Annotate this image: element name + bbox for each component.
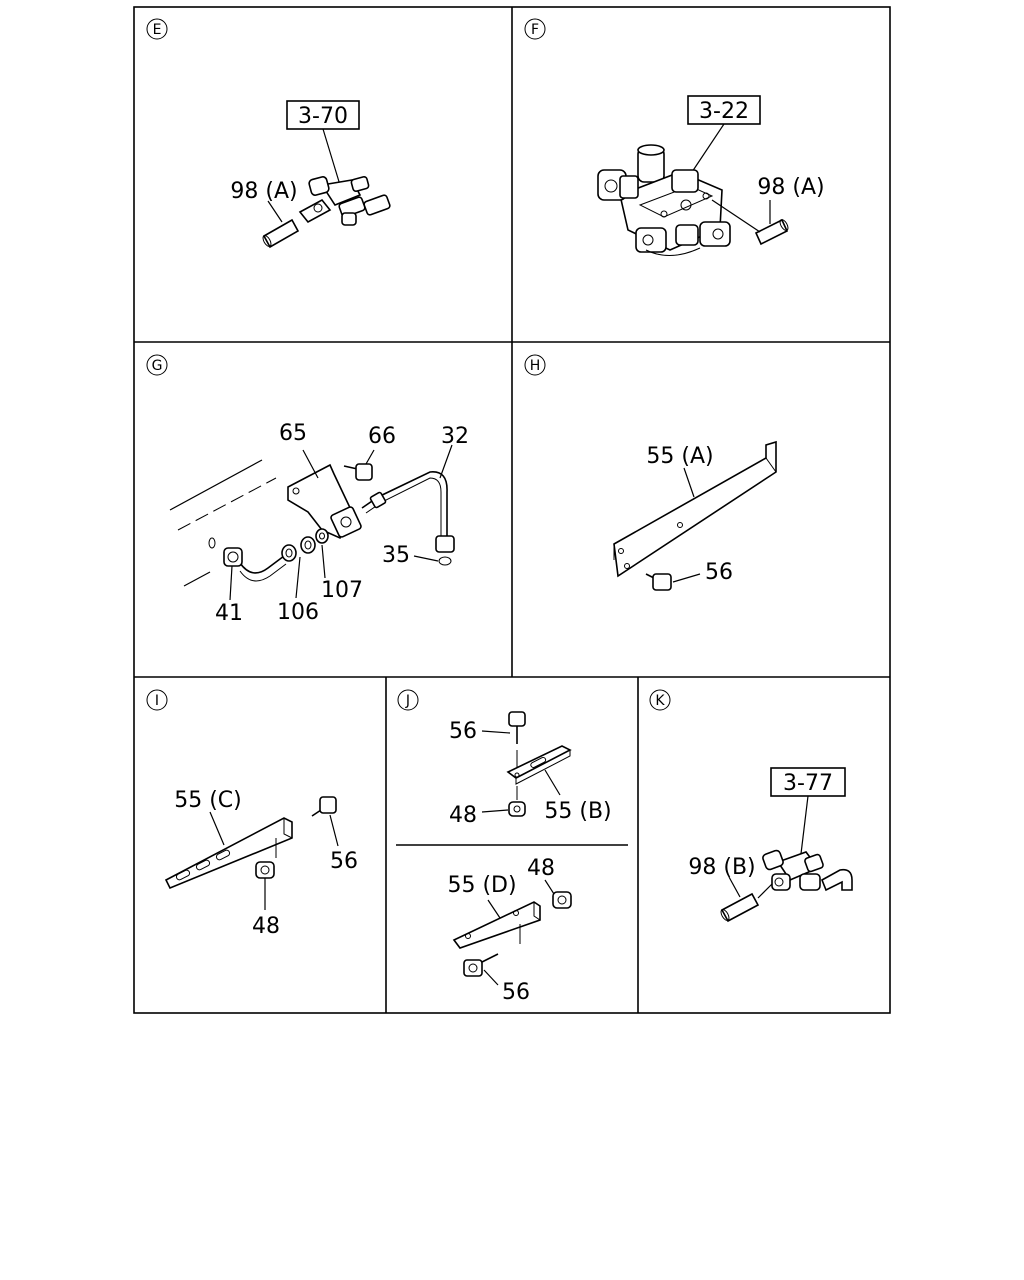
panel-i: I 55 (C) 56 48 [146, 689, 358, 939]
panel-h: H 55 (A) 56 [524, 354, 777, 591]
panel-e-ref-box: 3-70 [286, 100, 360, 186]
panel-g: G 65 66 32 [146, 354, 469, 626]
panel-f: F 3-22 [524, 18, 825, 256]
panel-k-ref-box: 3-77 [770, 767, 846, 863]
label-98a-e: 98 (A) [230, 179, 297, 204]
label-98b: 98 (B) [688, 855, 755, 880]
label-66: 66 [368, 424, 396, 449]
panel-j-bracket-55d: 55 (D) [447, 873, 541, 949]
panel-h-bracket-55a: 55 (A) [613, 440, 777, 578]
panel-f-relay-valve [597, 144, 731, 256]
label-48-i: 48 [252, 914, 280, 939]
panel-g-washer-107: 107 [315, 528, 363, 603]
panel-g-pipe-lower [239, 555, 287, 582]
panel-f-ref-box: 3-22 [687, 95, 761, 176]
label-55b: 55 (B) [544, 799, 611, 824]
panel-k-fitting-assembly [762, 849, 853, 892]
panel-j-nut-48-top: 48 [449, 786, 526, 828]
label-98a-f: 98 (A) [757, 175, 824, 200]
panel-g-pipe-32: 32 [361, 424, 469, 553]
panel-k-pipe-98b: 98 (B) [688, 855, 773, 923]
panel-j-marker-letter: J [405, 693, 410, 709]
panel-f-pipe-98a: 98 (A) [711, 175, 825, 246]
label-65: 65 [279, 421, 307, 446]
panel-i-bracket-55c: 55 (C) [164, 788, 293, 890]
label-56-j-top: 56 [449, 719, 477, 744]
label-107: 107 [321, 578, 363, 603]
label-56-i: 56 [330, 849, 358, 874]
panel-g-marker-letter: G [152, 358, 163, 374]
panel-e-valve-assembly [298, 176, 391, 226]
panel-g-washer-106: 106 [277, 536, 319, 625]
panel-k-marker-letter: K [655, 693, 665, 709]
diagram-frame [133, 6, 891, 1014]
ref-box-3-70: 3-70 [298, 104, 348, 129]
panel-i-marker-letter: I [155, 693, 159, 709]
panel-g-washer-35: 35 [382, 543, 452, 568]
ref-box-3-77: 3-77 [783, 771, 833, 796]
panel-g-frame-rail [169, 459, 277, 587]
panel-j: J 56 55 (B) 48 [397, 689, 612, 1005]
label-56-h: 56 [705, 560, 733, 585]
label-56-j-bottom: 56 [502, 980, 530, 1005]
panel-e-marker-letter: E [153, 22, 162, 38]
panel-j-bolt-56-top: 56 [449, 711, 526, 744]
label-55d: 55 (D) [447, 873, 516, 898]
label-35: 35 [382, 543, 410, 568]
panel-h-bolt-56: 56 [645, 560, 733, 591]
panel-e: E 3-70 98 (A) [146, 18, 391, 249]
label-41: 41 [215, 601, 243, 626]
label-55c: 55 (C) [174, 788, 242, 813]
panel-f-marker: F [524, 18, 546, 40]
panel-g-bolt-66: 66 [343, 424, 396, 481]
panel-e-marker: E [146, 18, 168, 40]
panel-h-marker: H [524, 354, 546, 376]
panel-f-marker-letter: F [531, 22, 539, 38]
label-48-j-top: 48 [449, 803, 477, 828]
panel-k-marker: K [649, 689, 671, 711]
label-32: 32 [441, 424, 469, 449]
panel-j-bracket-55b: 55 (B) [506, 745, 612, 824]
panel-e-pipe-98a: 98 (A) [230, 179, 300, 249]
label-55a: 55 (A) [646, 444, 713, 469]
ref-box-3-22: 3-22 [699, 99, 749, 124]
panel-i-nut-48: 48 [252, 861, 280, 939]
panel-j-bolt-56-bottom: 56 [463, 953, 530, 1005]
panel-j-marker: J [397, 689, 419, 711]
panel-g-bracket-65: 65 [279, 421, 362, 540]
label-106: 106 [277, 600, 319, 625]
panel-k: K 3-77 98 (B) [649, 689, 853, 923]
panel-i-marker: I [146, 689, 168, 711]
panel-h-marker-letter: H [530, 358, 541, 374]
panel-i-bolt-56: 56 [311, 796, 358, 874]
panel-j-nut-48-bottom: 48 [527, 856, 572, 909]
panel-g-nut-41: 41 [215, 547, 243, 626]
panel-g-marker: G [146, 354, 168, 376]
label-48-j-bottom: 48 [527, 856, 555, 881]
